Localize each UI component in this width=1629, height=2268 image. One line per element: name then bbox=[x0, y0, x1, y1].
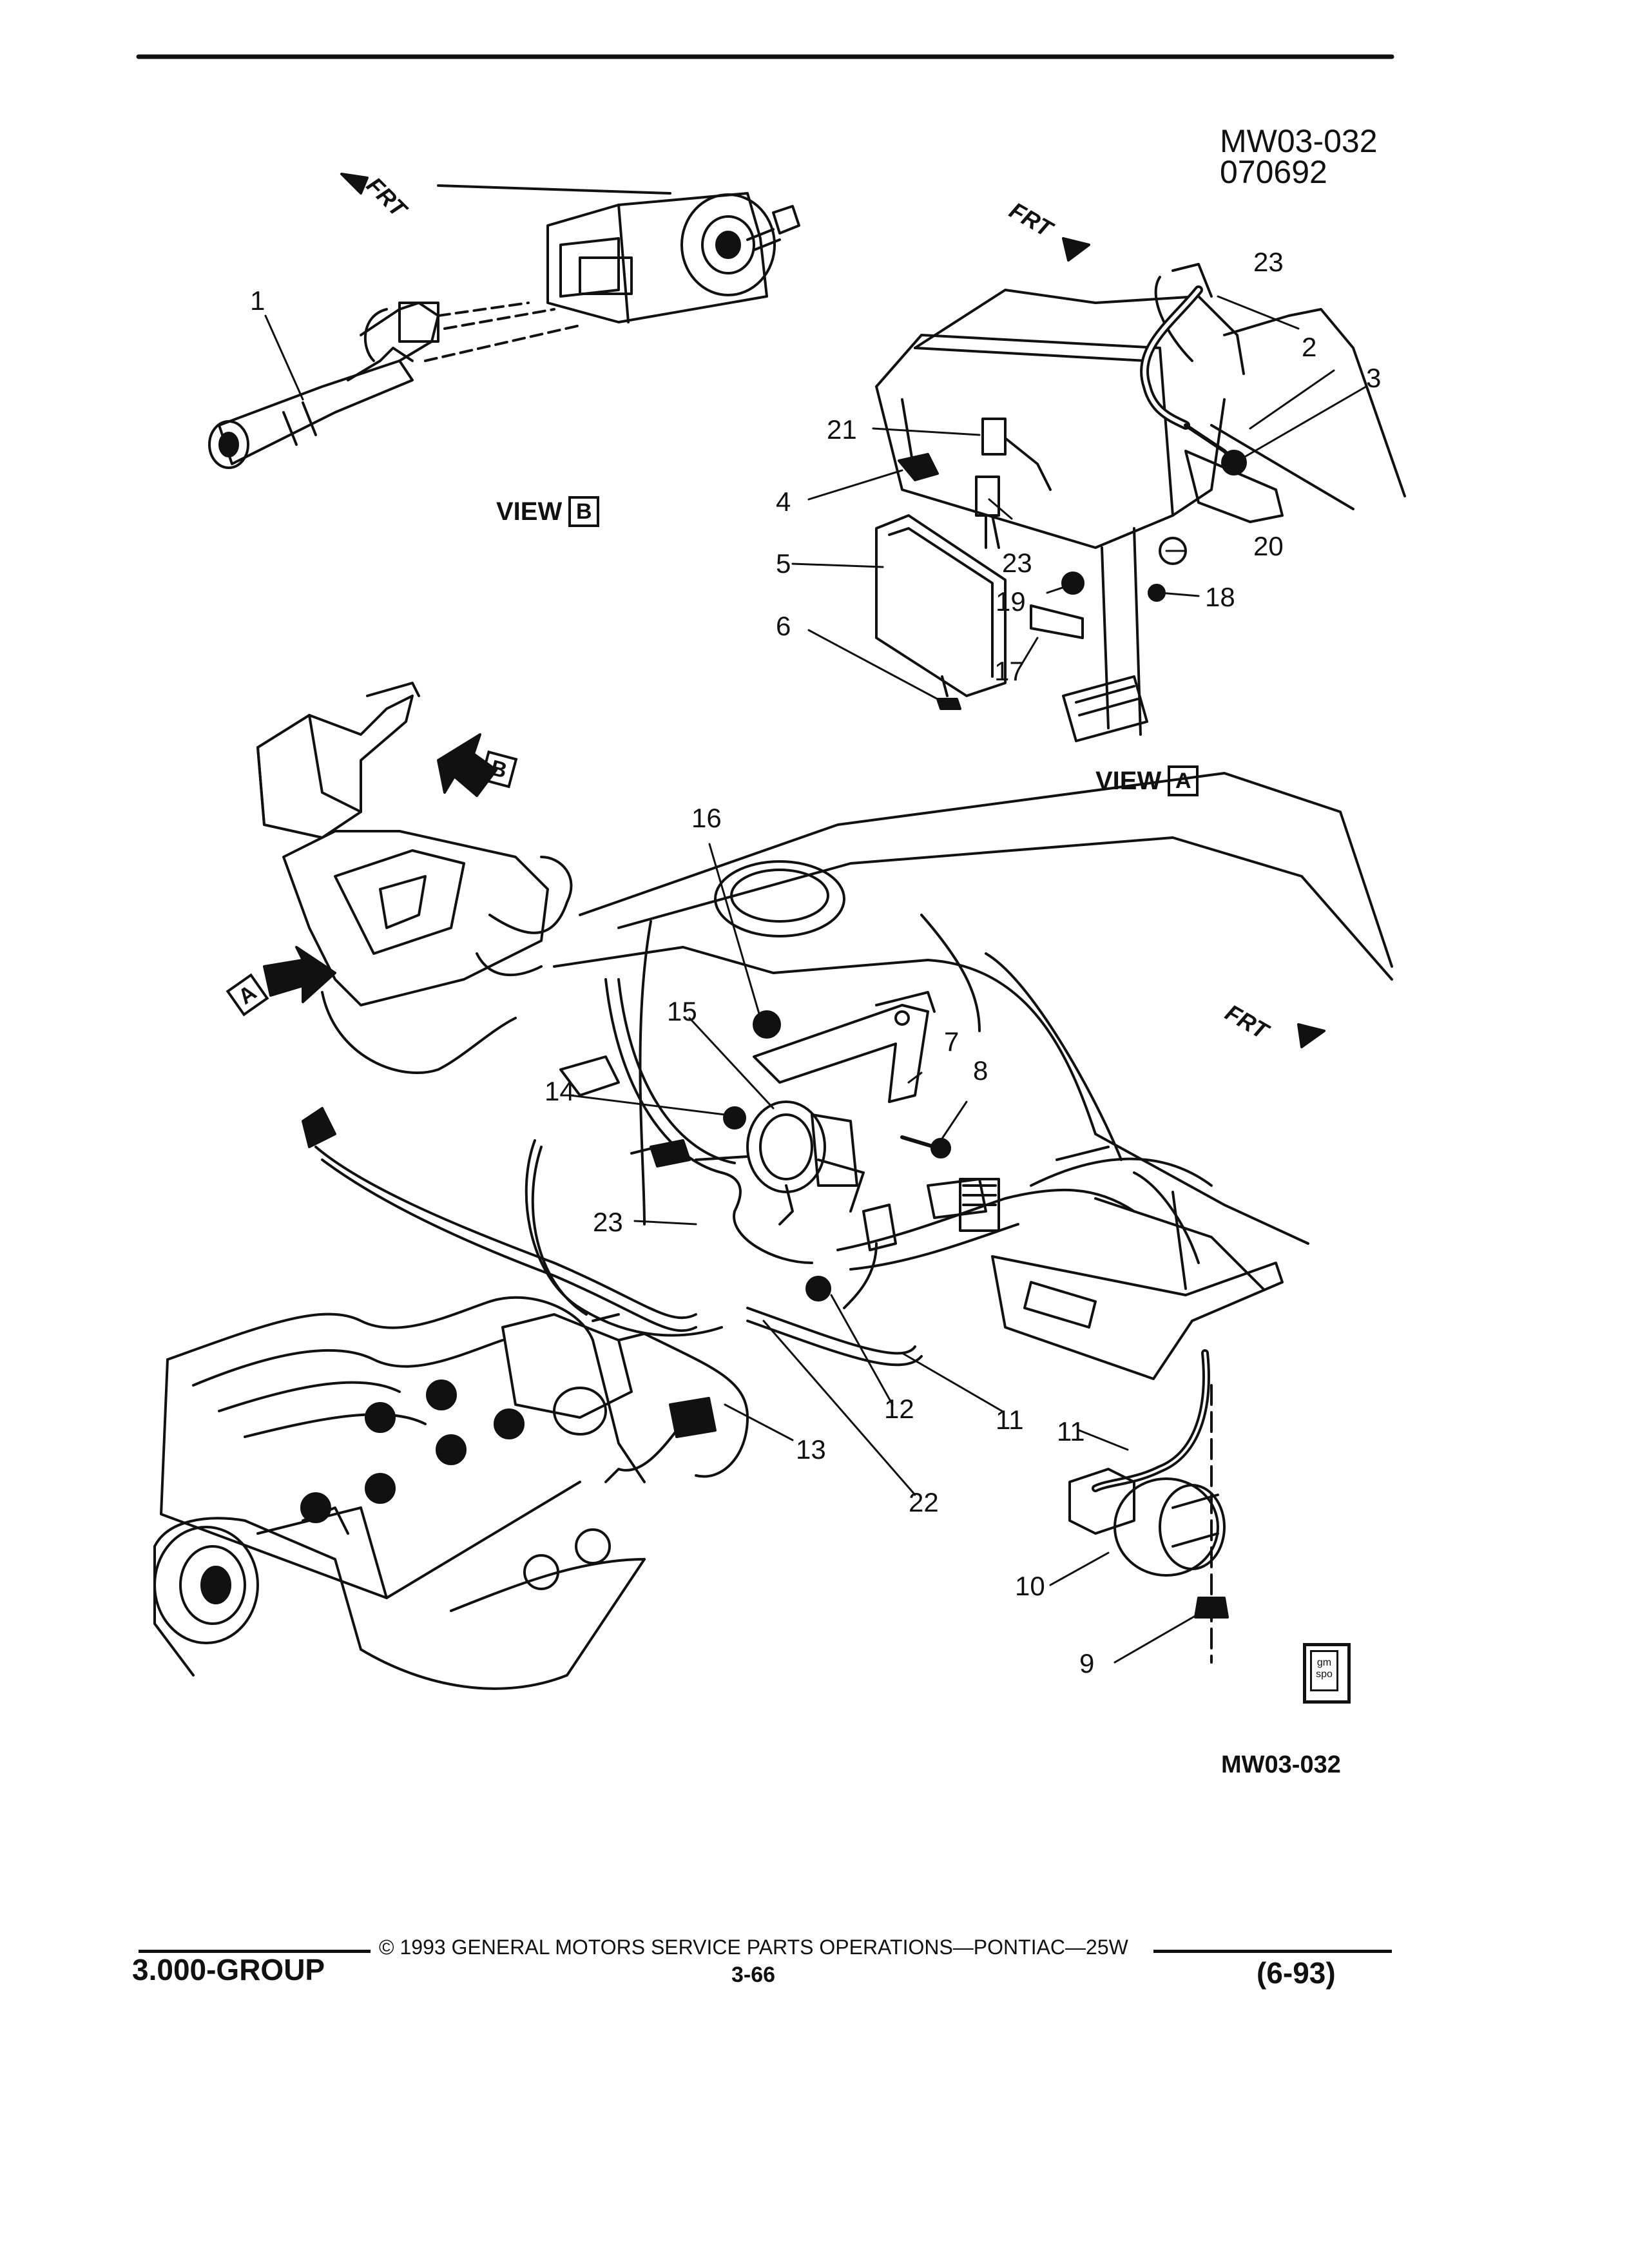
callout-5: 5 bbox=[776, 548, 791, 579]
view-a-marker: A bbox=[226, 973, 269, 1017]
view-b-marker: B bbox=[479, 750, 518, 789]
footer-page-number: 3-66 bbox=[731, 1963, 776, 1987]
frt-arrow-main bbox=[1297, 1023, 1325, 1048]
footer-date: (6-93) bbox=[1257, 1956, 1336, 1990]
callout-7: 7 bbox=[944, 1026, 959, 1057]
callout-16: 16 bbox=[691, 803, 722, 833]
view-a-marker-arrow bbox=[263, 946, 336, 1003]
view-a-letter: A bbox=[1168, 765, 1199, 796]
callout-13: 13 bbox=[796, 1434, 826, 1465]
view-a-word: VIEW bbox=[1095, 766, 1162, 795]
callout-10: 10 bbox=[1015, 1571, 1045, 1601]
callout-15: 15 bbox=[667, 996, 697, 1026]
callout-19: 19 bbox=[996, 586, 1026, 617]
view-b-marker-letter: B bbox=[479, 750, 518, 789]
callout-11-main: 11 bbox=[996, 1405, 1024, 1435]
view-b-steering-column bbox=[208, 184, 800, 469]
callout-23-main: 23 bbox=[593, 1207, 623, 1237]
callout-3: 3 bbox=[1366, 363, 1382, 393]
main-engine-compartment-view bbox=[153, 682, 1393, 1690]
frt-arrow-view-a bbox=[1062, 237, 1090, 262]
callout-12: 12 bbox=[884, 1394, 914, 1424]
callout-9: 9 bbox=[1079, 1648, 1095, 1678]
callout-17: 17 bbox=[994, 656, 1025, 686]
gm-spo-logo: gm spo bbox=[1303, 1643, 1351, 1704]
frt-arrow-view-b bbox=[340, 173, 369, 195]
callout-leader-lines bbox=[264, 295, 1367, 1664]
callout-14: 14 bbox=[545, 1076, 575, 1106]
footer-rule-left bbox=[139, 1950, 371, 1953]
gm-spo-logo-inner: gm spo bbox=[1310, 1650, 1338, 1691]
callout-1: 1 bbox=[250, 285, 265, 316]
view-a-control-module-area bbox=[875, 263, 1406, 742]
view-b-letter: B bbox=[568, 496, 600, 527]
callout-23-view-a-top: 23 bbox=[1253, 247, 1284, 277]
callout-22: 22 bbox=[909, 1487, 939, 1517]
callout-20: 20 bbox=[1253, 531, 1284, 561]
callout-23-view-a: 23 bbox=[1002, 548, 1032, 578]
multifunction-lever bbox=[218, 360, 414, 465]
view-b-label: VIEW B bbox=[496, 496, 600, 527]
callout-11-right: 11 bbox=[1057, 1416, 1085, 1446]
callout-6: 6 bbox=[776, 611, 791, 641]
footer-group: 3.000-GROUP bbox=[132, 1953, 325, 1986]
view-b-marker-arrow bbox=[437, 733, 497, 797]
cruise-control-module bbox=[875, 514, 1007, 697]
view-a-label: VIEW A bbox=[1095, 765, 1199, 796]
figure-date: 070692 bbox=[1220, 154, 1327, 190]
callout-4: 4 bbox=[776, 486, 791, 517]
callout-21: 21 bbox=[827, 414, 857, 445]
footer-rule-right bbox=[1153, 1950, 1392, 1953]
callout-2: 2 bbox=[1302, 332, 1317, 362]
figure-id: MW03-032 bbox=[1220, 123, 1378, 159]
view-b-word: VIEW bbox=[496, 497, 563, 526]
figure-id-bottom: MW03-032 bbox=[1221, 1751, 1341, 1778]
callout-18: 18 bbox=[1205, 582, 1235, 612]
footer-copyright: © 1993 GENERAL MOTORS SERVICE PARTS OPER… bbox=[379, 1936, 1128, 1959]
callout-8: 8 bbox=[973, 1055, 988, 1086]
view-a-marker-letter: A bbox=[226, 973, 269, 1017]
